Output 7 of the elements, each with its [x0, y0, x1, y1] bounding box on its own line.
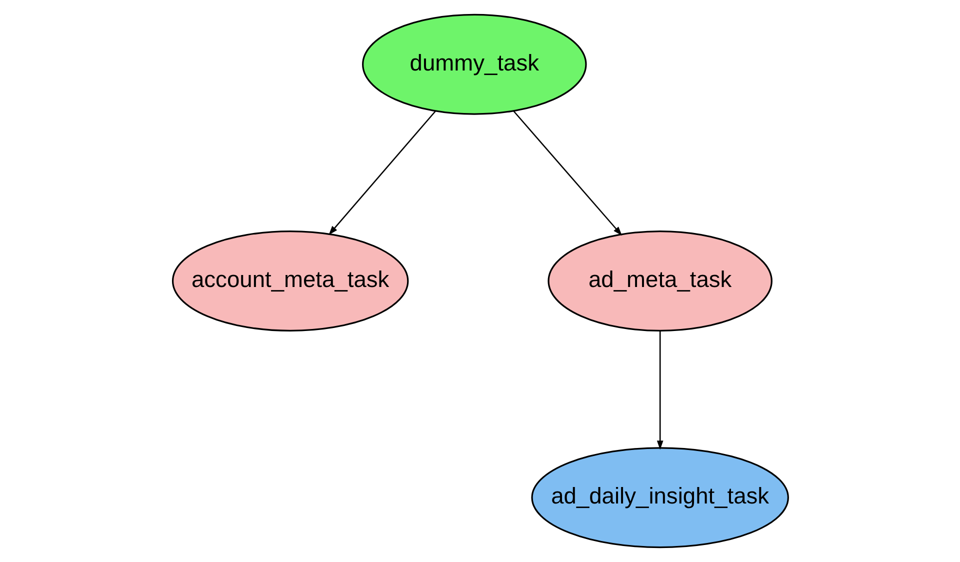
- node-ellipse: ad_daily_insight_task: [530, 447, 788, 548]
- arrow: [656, 331, 663, 450]
- arrow: [328, 110, 436, 235]
- node-ellipse: dummy_task: [362, 14, 586, 115]
- node-ellipse: account_meta_task: [171, 230, 408, 332]
- arrow: [512, 110, 622, 236]
- node-ellipse: ad_meta_task: [547, 230, 772, 332]
